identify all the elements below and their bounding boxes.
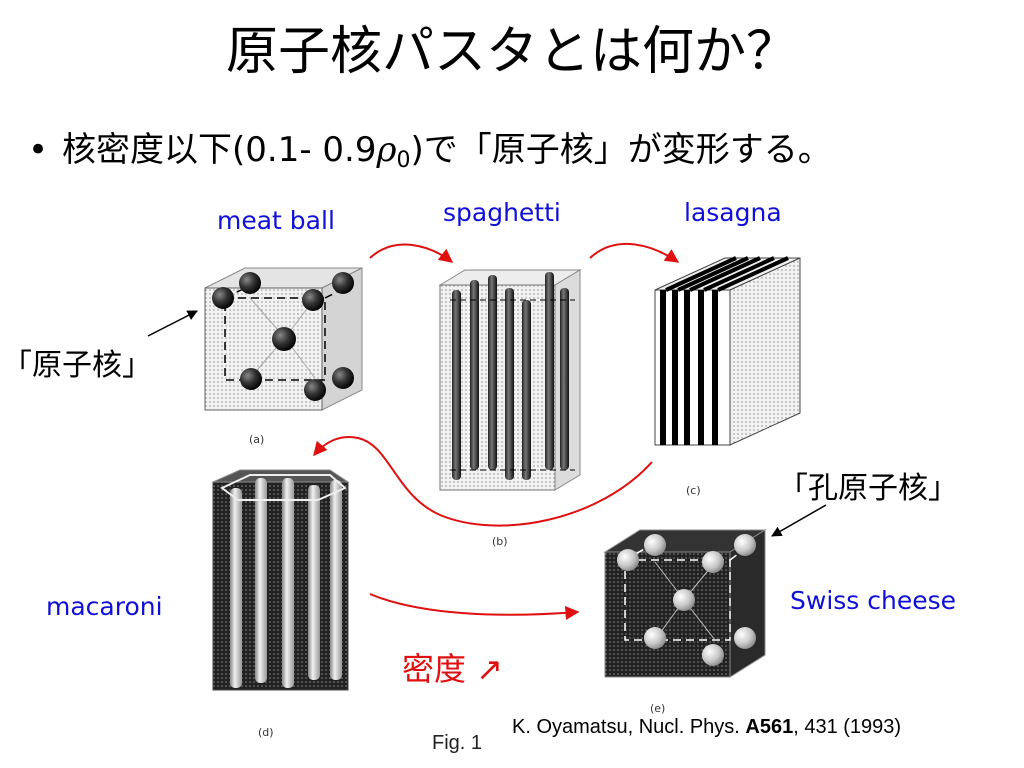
citation-volume: A561 [745, 716, 794, 738]
nucleus-ball [304, 379, 326, 401]
label-macaroni: macaroni [46, 592, 163, 621]
rod [545, 272, 554, 470]
citation: K. Oyamatsu, Nucl. Phys. A561, 431 (1993… [512, 716, 901, 739]
caption-d: (d) [258, 726, 274, 739]
label-swiss-cheese: Swiss cheese [790, 586, 957, 615]
label-meat-ball: meat ball [217, 206, 335, 235]
lasagna-block [654, 256, 801, 446]
rod [452, 290, 461, 480]
slide-title: 原子核パスタとは何か？ [225, 22, 798, 82]
hole-ball [644, 627, 666, 649]
bullet-text-after: )で「原子核」が変形する。 [410, 130, 832, 170]
nucleus-ball [332, 272, 354, 294]
swiss-cheese-cube [603, 529, 767, 678]
bullet-text-before: 核密度以下(0.1- 0.9 [62, 130, 377, 170]
hole-ball [702, 644, 724, 666]
hole-rod [282, 478, 294, 688]
nucleus-ball [302, 289, 324, 311]
label-hole-nucleus: 「孔原子核」 [778, 471, 958, 506]
rho-symbol: ρ [376, 130, 397, 170]
caption-b: (b) [492, 535, 508, 548]
hole-ball [734, 534, 756, 556]
arrow-macaroni-to-swiss [369, 593, 580, 620]
hole-rod [255, 478, 267, 683]
label-nucleus: 「原子核」 [2, 348, 152, 383]
bullet-point: • 核密度以下(0.1- 0.9ρ0)で「原子核」が変形する。 [28, 128, 832, 183]
label-spaghetti: spaghetti [443, 198, 561, 227]
hole-ball [617, 549, 639, 571]
nucleus-ball [212, 287, 234, 309]
hole-rod [230, 488, 242, 688]
nucleus-ball [239, 272, 261, 294]
hole-rod [330, 480, 342, 680]
hole-ball [734, 627, 756, 649]
figure-label: Fig. 1 [432, 732, 483, 754]
meatball-cube [204, 267, 363, 411]
arrow-spaghetti-to-lasagna [589, 242, 680, 263]
nucleus-ball [272, 327, 296, 351]
citation-prefix: K. Oyamatsu, Nucl. Phys. [512, 716, 746, 738]
rod [522, 300, 531, 480]
nucleus-ball [332, 367, 354, 389]
hole-ball [644, 534, 666, 556]
hole-ball [702, 551, 724, 573]
spaghetti-block [438, 269, 582, 491]
hole-ball [673, 589, 695, 611]
citation-suffix: , 431 (1993) [793, 716, 902, 738]
rod [505, 288, 514, 480]
rod [488, 275, 497, 470]
nucleus-ball [240, 368, 262, 390]
hole-rod [308, 485, 320, 680]
arrow-lasagna-to-macaroni [313, 436, 653, 527]
rho-subscript: 0 [396, 148, 411, 173]
caption-e: (e) [650, 702, 666, 715]
pointer-nucleus [147, 310, 198, 337]
pointer-hole-nucleus [771, 504, 827, 537]
rod [560, 288, 569, 470]
label-density-increase: 密度 ↗ [402, 650, 503, 688]
bullet-marker: • [28, 130, 49, 170]
caption-a: (a) [249, 433, 265, 446]
caption-c: (c) [686, 484, 701, 497]
label-lasagna: lasagna [684, 198, 782, 227]
rod [470, 280, 479, 470]
macaroni-block [212, 469, 350, 691]
arrow-meatball-to-spaghetti [369, 243, 454, 263]
